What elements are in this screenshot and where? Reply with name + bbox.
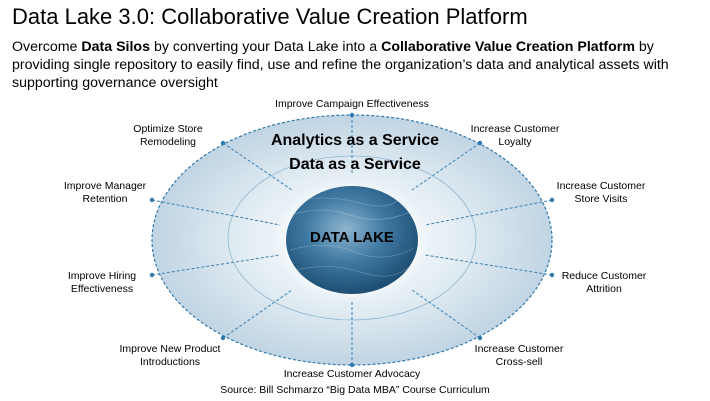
source-citation: Source: Bill Schmarzo “Big Data MBA” Cou… [220, 384, 490, 396]
slide-subtitle: Overcome Data Silos by converting your D… [12, 39, 669, 91]
spokes [151, 115, 553, 365]
outcome-advocacy: Increase Customer Advocacy [283, 368, 421, 380]
analytics-as-a-service-label: Analytics as a Service [270, 132, 440, 149]
outcome-campaign: Improve Campaign Effectiveness [275, 98, 429, 110]
data-lake-label: DATA LAKE [310, 229, 394, 246]
slide-title: Data Lake 3.0: Collaborative Value Creat… [12, 4, 528, 29]
data-lake-core [286, 186, 418, 294]
data-as-a-service-label: Data as a Service [289, 156, 421, 173]
lake-texture [289, 197, 415, 277]
spoke-dots [149, 112, 555, 368]
